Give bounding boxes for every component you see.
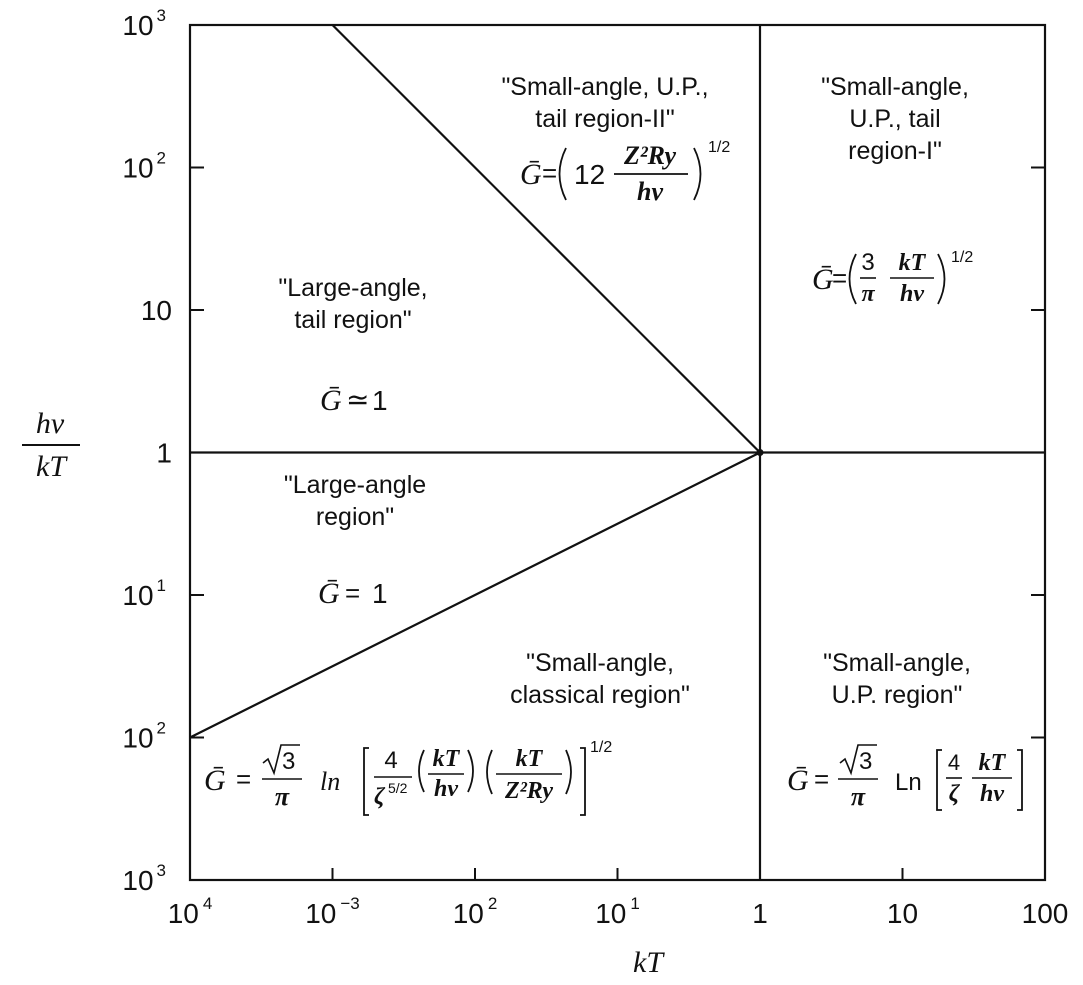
svg-text:3: 3: [859, 748, 872, 775]
svg-text:Ḡ: Ḡ: [787, 764, 809, 797]
annotation-classical: "Small-angle, classical region": [510, 649, 690, 709]
formula-tail-region-i: Ḡ = 3 π kT hν 1/2: [812, 249, 973, 307]
svg-text:3: 3: [861, 249, 874, 276]
annotation-line: classical region": [510, 681, 690, 709]
annotation-line: "Small-angle,: [821, 73, 969, 101]
annotation-line: tail region-II": [535, 105, 675, 133]
y-tick-label: 10: [141, 295, 172, 326]
x-axis-label: kT: [633, 946, 665, 979]
svg-text:=: =: [236, 764, 251, 794]
svg-text:1/2: 1/2: [951, 249, 973, 266]
annotation-tail-region-i: "Small-angle, U.P., tail region-I": [821, 73, 969, 165]
svg-text:ζ: ζ: [374, 784, 386, 810]
x-tick-label: 100: [1022, 898, 1069, 929]
y-axis-label: hν kT: [22, 407, 80, 483]
svg-text:Ḡ: Ḡ: [320, 384, 342, 417]
svg-text:1/2: 1/2: [708, 139, 730, 156]
svg-text:kT: kT: [979, 750, 1007, 776]
svg-text:Ln: Ln: [895, 769, 922, 796]
svg-text:hν: hν: [900, 281, 924, 307]
formula-large-angle: Ḡ = 1: [318, 577, 388, 610]
svg-text:ζ: ζ: [949, 781, 961, 807]
x-tick-label: 10−3: [305, 894, 360, 929]
x-tick-label: 10: [887, 898, 918, 929]
annotation-line: "Small-angle, U.P.,: [501, 73, 708, 101]
svg-text:π: π: [861, 281, 875, 307]
annotation-line: "Small-angle,: [526, 649, 674, 677]
formula-tail-region-ii: Ḡ = 12 Z²Ry hν 1/2: [520, 139, 730, 206]
x-tick-label: 1: [752, 898, 768, 929]
annotation-line: region-I": [848, 137, 942, 165]
svg-text:kT: kT: [899, 250, 927, 276]
annotation-up-region: "Small-angle, U.P. region": [823, 649, 971, 709]
formula-large-angle-tail: Ḡ ≃ 1: [320, 384, 388, 417]
svg-text:5/2: 5/2: [388, 780, 408, 796]
annotation-line: "Large-angle,: [278, 274, 427, 302]
annotation-large-angle: "Large-angle region": [284, 471, 426, 531]
svg-text:1/2: 1/2: [590, 739, 612, 756]
boundary-line-2: [189, 451, 761, 739]
annotation-line: "Small-angle,: [823, 649, 971, 677]
junction-point: [756, 449, 764, 456]
y-label-denominator: kT: [36, 450, 68, 483]
svg-text:=: =: [542, 158, 557, 188]
svg-text:π: π: [851, 782, 866, 811]
svg-text:=: =: [832, 263, 847, 293]
svg-text:π: π: [275, 782, 290, 811]
annotation-large-angle-tail: "Large-angle, tail region": [278, 274, 427, 334]
svg-text:=: =: [345, 578, 360, 608]
svg-text:12: 12: [574, 159, 605, 190]
y-label-numerator: hν: [36, 407, 65, 440]
annotation-line: "Large-angle: [284, 471, 426, 499]
annotation-line: tail region": [294, 306, 411, 334]
svg-text:hν: hν: [637, 177, 663, 206]
annotation-tail-region-ii: "Small-angle, U.P., tail region-II": [501, 73, 708, 133]
svg-text:Ḡ: Ḡ: [520, 158, 542, 191]
svg-text:≃: ≃: [346, 385, 369, 416]
svg-text:=: =: [814, 764, 829, 794]
svg-text:ln: ln: [320, 767, 340, 796]
svg-text:1: 1: [372, 385, 388, 416]
svg-text:Ḡ: Ḡ: [318, 577, 340, 610]
svg-text:4: 4: [948, 750, 960, 775]
svg-text:hν: hν: [434, 776, 458, 802]
svg-text:3: 3: [282, 748, 295, 775]
y-tick-label: 1: [156, 438, 172, 469]
svg-text:Ḡ: Ḡ: [812, 263, 834, 296]
svg-text:1: 1: [372, 578, 388, 609]
svg-text:Z²Ry: Z²Ry: [623, 141, 677, 170]
annotation-line: U.P., tail: [849, 105, 940, 133]
svg-text:Z²Ry: Z²Ry: [504, 778, 553, 804]
annotation-line: region": [316, 503, 394, 531]
svg-text:kT: kT: [516, 746, 544, 772]
formula-classical: Ḡ = 3 π ln 4 ζ 5/2 kT hν kT Z²Ry 1/2: [204, 739, 612, 816]
region-boundaries: [189, 24, 1045, 880]
svg-text:hν: hν: [980, 781, 1004, 807]
annotation-line: U.P. region": [832, 681, 963, 709]
svg-text:kT: kT: [433, 746, 461, 772]
boundary-line-1: [331, 24, 761, 454]
formula-up-region: Ḡ = 3 π Ln 4 ζ kT hν: [787, 744, 1023, 811]
svg-text:Ḡ: Ḡ: [204, 764, 226, 797]
svg-text:4: 4: [384, 747, 397, 774]
